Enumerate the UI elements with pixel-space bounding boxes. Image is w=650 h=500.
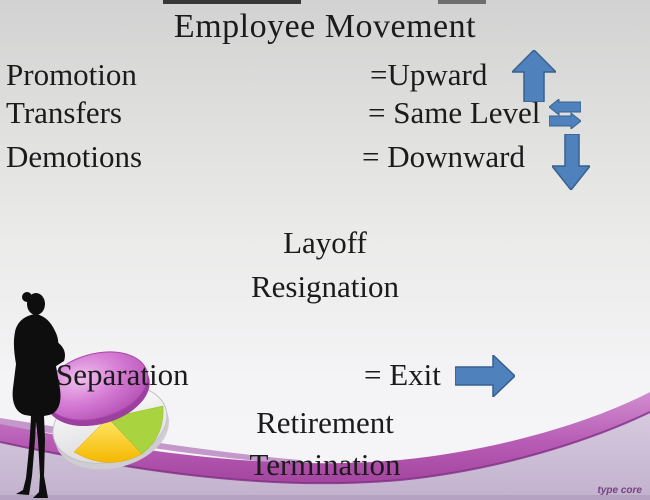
label-retirement: Retirement — [256, 405, 394, 440]
definition-same-level: = Same Level — [368, 95, 541, 130]
down-arrow-icon — [552, 134, 590, 190]
left-right-arrow-icon — [549, 99, 581, 129]
up-arrow-icon — [512, 50, 556, 102]
right-arrow-icon — [455, 355, 515, 397]
label-resignation: Resignation — [250, 269, 400, 304]
term-transfers: Transfers — [6, 95, 122, 130]
definition-exit: = Exit — [364, 357, 441, 392]
label-termination: Termination — [249, 447, 401, 482]
slide-title: Employee Movement — [173, 8, 477, 45]
definition-downward: = Downward — [362, 139, 525, 174]
label-layoff: Layoff — [283, 225, 367, 260]
watermark: type core — [597, 485, 642, 496]
pie-chart-image — [43, 351, 170, 470]
term-promotion: Promotion — [6, 57, 137, 92]
businesswoman-silhouette — [12, 292, 65, 498]
top-crop-artifact — [438, 0, 486, 4]
term-demotions: Demotions — [6, 139, 143, 174]
top-crop-artifact — [163, 0, 301, 4]
term-separation: Separation — [56, 357, 189, 392]
definition-upward: =Upward — [370, 57, 488, 92]
